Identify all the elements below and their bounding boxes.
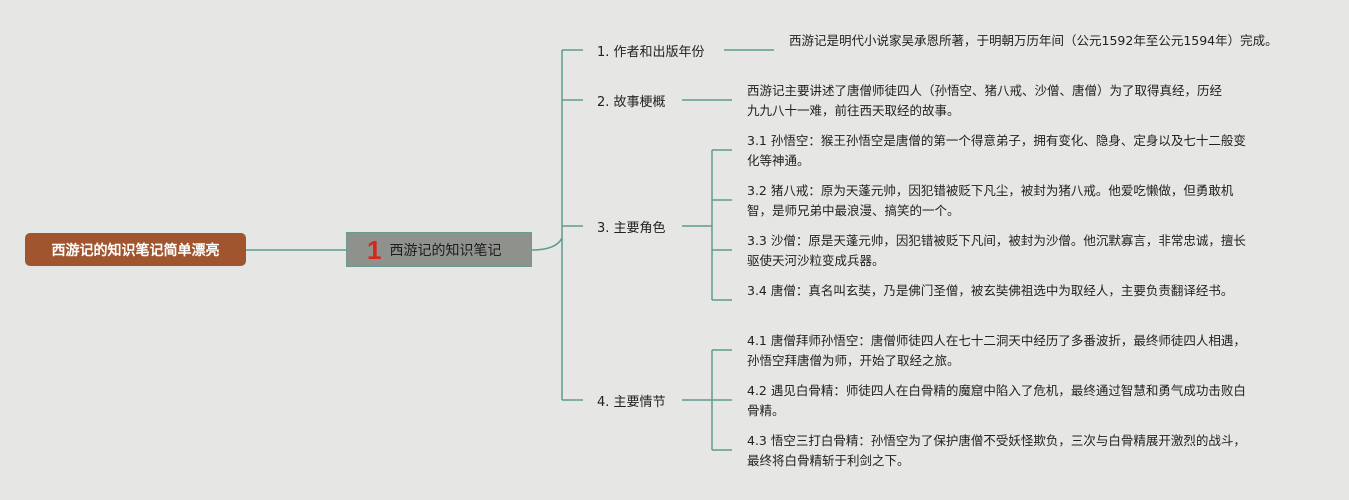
branch-characters[interactable]: 3. 主要角色 bbox=[597, 217, 666, 236]
branch-synopsis[interactable]: 2. 故事梗概 bbox=[597, 91, 666, 110]
root-label: 西游记的知识笔记简单漂亮 bbox=[51, 242, 220, 259]
detail-plot-1: 4.1 唐僧拜师孙悟空：唐僧师徒四人在七十二洞天中经历了多番波折，最终师徒四人相… bbox=[747, 333, 1246, 368]
root-node[interactable]: 西游记的知识笔记简单漂亮 bbox=[25, 233, 246, 266]
branch-label: 3. 主要角色 bbox=[597, 221, 666, 236]
detail-character-sun-wukong: 3.1 孙悟空：猴王孙悟空是唐僧的第一个得意弟子，拥有变化、隐身、定身以及七十二… bbox=[747, 133, 1246, 168]
branch-label: 4. 主要情节 bbox=[597, 395, 666, 410]
hub-label: 西游记的知识笔记 bbox=[389, 242, 502, 259]
detail-author: 西游记是明代小说家吴承恩所著，于明朝万历年间（公元1592年至公元1594年）完… bbox=[789, 33, 1278, 48]
detail-plot-2: 4.2 遇见白骨精：师徒四人在白骨精的魔窟中陷入了危机，最终通过智慧和勇气成功击… bbox=[747, 383, 1246, 418]
branch-plot[interactable]: 4. 主要情节 bbox=[597, 391, 666, 410]
detail-plot-3: 4.3 悟空三打白骨精：孙悟空为了保护唐僧不受妖怪欺负，三次与白骨精展开激烈的战… bbox=[747, 433, 1246, 468]
detail-character-zhu-bajie: 3.2 猪八戒：原为天蓬元帅，因犯错被贬下凡尘，被封为猪八戒。他爱吃懒做，但勇敢… bbox=[747, 183, 1234, 218]
hub-number: 1 bbox=[367, 234, 382, 265]
detail-character-tang-seng: 3.4 唐僧：真名叫玄奘，乃是佛门圣僧，被玄奘佛祖选中为取经人，主要负责翻译经书… bbox=[747, 283, 1234, 298]
branch-label: 2. 故事梗概 bbox=[597, 95, 666, 110]
branch-author[interactable]: 1. 作者和出版年份 bbox=[597, 41, 705, 60]
branch-label: 1. 作者和出版年份 bbox=[597, 45, 705, 60]
detail-character-sha-seng: 3.3 沙僧：原是天蓬元帅，因犯错被贬下凡间，被封为沙僧。他沉默寡言，非常忠诚，… bbox=[747, 233, 1246, 268]
hub-node[interactable]: 1 西游记的知识笔记 bbox=[346, 232, 532, 267]
detail-synopsis: 西游记主要讲述了唐僧师徒四人（孙悟空、猪八戒、沙僧、唐僧）为了取得真经，历经九九… bbox=[747, 83, 1223, 118]
